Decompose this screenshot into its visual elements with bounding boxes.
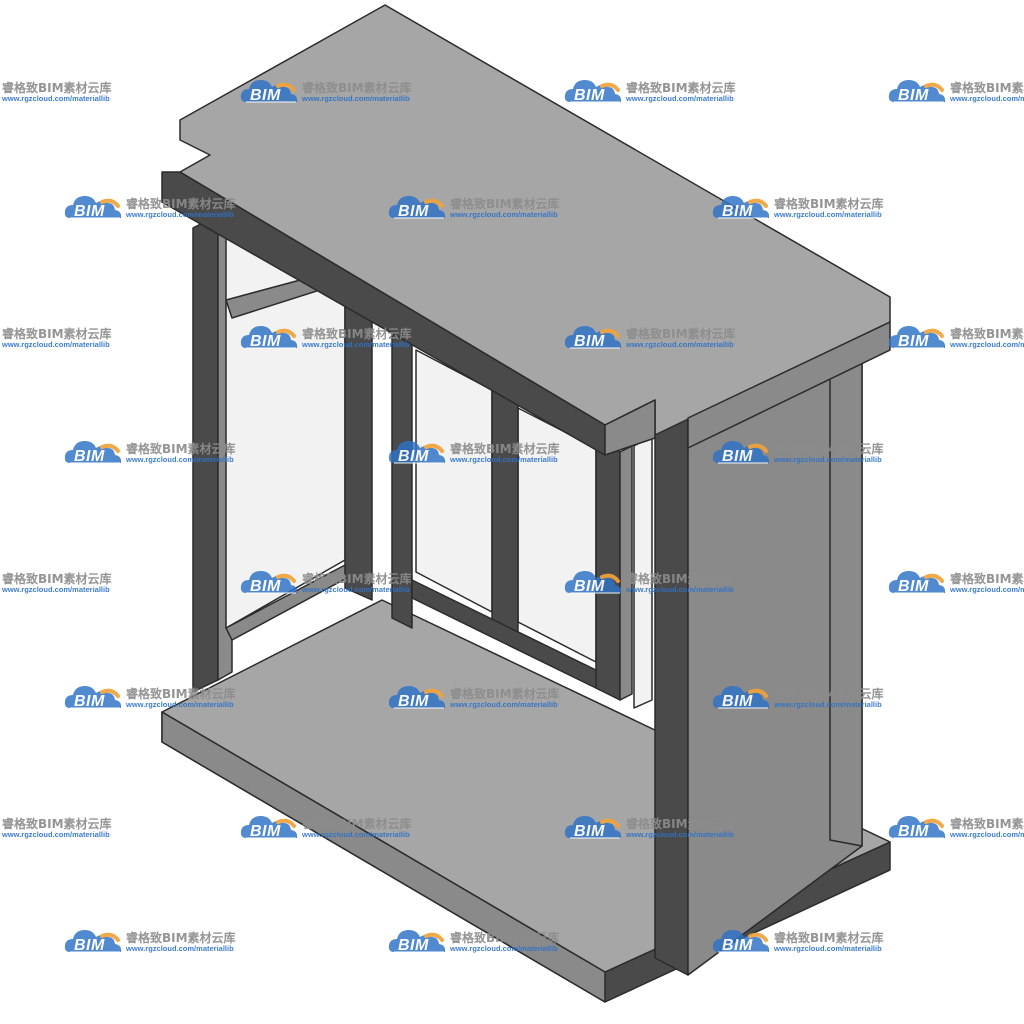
bottom-slab-front-lit xyxy=(161,711,606,1003)
mullion-b xyxy=(391,321,413,629)
back-right-column xyxy=(829,345,863,847)
front-column-front xyxy=(654,399,689,976)
corner-glass xyxy=(633,435,653,709)
left-column-front xyxy=(192,214,219,693)
center-glass-right xyxy=(517,407,597,663)
top-slab-front-lit xyxy=(604,399,656,456)
center-mullion xyxy=(491,389,519,639)
top-slab-right xyxy=(687,321,891,449)
mullion-d xyxy=(619,445,633,701)
center-glass-left xyxy=(415,349,493,613)
mullion-c xyxy=(595,439,621,701)
mullion-a xyxy=(344,299,373,601)
